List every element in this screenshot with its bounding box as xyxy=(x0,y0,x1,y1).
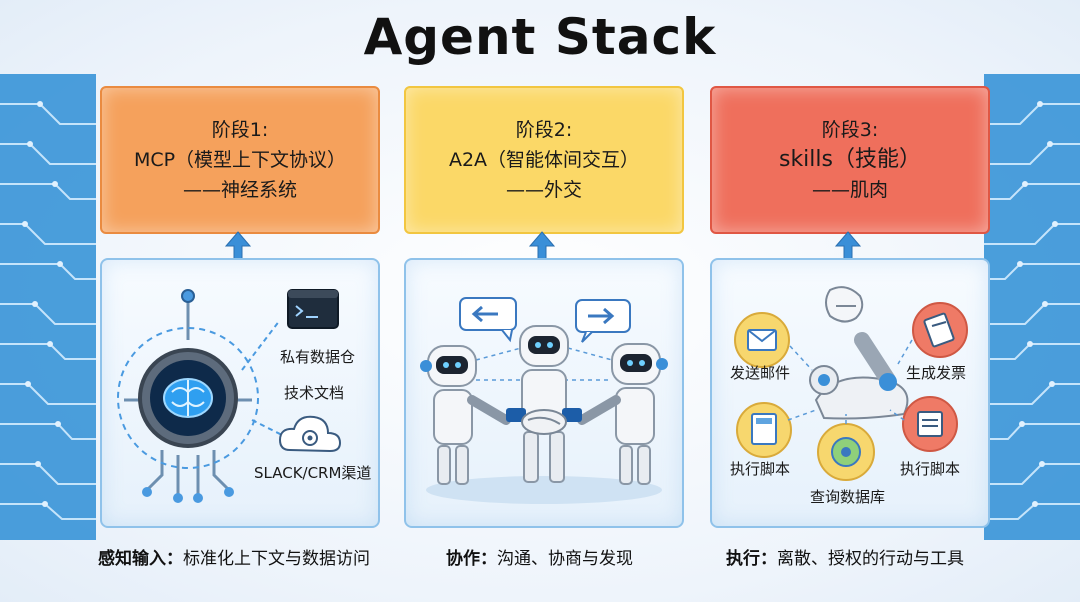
mcp-panel: 私有数据仓 技术文档 SLACK/CRM渠道 xyxy=(100,258,380,528)
circuit-icon xyxy=(0,101,96,520)
skills-illustration xyxy=(734,286,968,481)
caption-execution-bold: 执行： xyxy=(726,549,777,569)
robot-icon xyxy=(519,325,569,483)
cloud-gear-icon xyxy=(278,415,342,453)
invoice-icon xyxy=(912,302,968,358)
stage-1-box: 阶段1: MCP（模型上下文协议） ——神经系统 xyxy=(100,86,380,234)
terminal-icon xyxy=(287,289,339,329)
caption-perception-bold: 感知输入： xyxy=(98,549,183,569)
label-private-data: 私有数据仓 xyxy=(280,348,356,366)
robot-arm-icon xyxy=(809,286,909,420)
label-slack-crm: SLACK/CRM渠道 xyxy=(254,464,372,482)
stage-2-metaphor: ——外交 xyxy=(505,179,582,201)
circuit-icon xyxy=(984,101,1080,520)
mail-icon xyxy=(734,312,790,368)
caption-perception: 感知输入：标准化上下文与数据访问 xyxy=(98,544,370,569)
stage-3-name: skills（技能） xyxy=(778,147,921,172)
label-execute-script-left: 执行脚本 xyxy=(730,460,791,478)
caption-perception-text: 标准化上下文与数据访问 xyxy=(183,549,370,569)
mcp-illustration xyxy=(117,289,342,503)
caption-execution-text: 离散、授权的行动与工具 xyxy=(777,549,964,569)
skills-panel: 发送邮件 生成发票 执行脚本 查询数据库 执行脚本 xyxy=(710,258,990,528)
page-title: Agent Stack xyxy=(363,8,717,66)
circuit-panel-left xyxy=(0,74,96,540)
handshake-icon xyxy=(506,408,582,435)
stage-3-box: 阶段3: skills（技能） ——肌肉 xyxy=(710,86,990,234)
stage-2-number: 阶段2: xyxy=(515,119,573,141)
stage-3-metaphor: ——肌肉 xyxy=(811,179,888,201)
brain-icon xyxy=(163,378,213,418)
label-generate-invoice: 生成发票 xyxy=(906,364,967,382)
robot-icon xyxy=(577,343,668,485)
arrow-right-bubble-icon xyxy=(575,299,631,343)
label-send-email: 发送邮件 xyxy=(730,364,791,382)
label-execute-script-right: 执行脚本 xyxy=(900,460,961,478)
robot-icon xyxy=(420,345,511,485)
stage-2-name: A2A（智能体间交互） xyxy=(448,149,640,171)
label-tech-docs: 技术文档 xyxy=(284,384,345,402)
caption-execution: 执行：离散、授权的行动与工具 xyxy=(726,544,964,569)
label-query-database: 查询数据库 xyxy=(810,488,886,506)
stage-3-number: 阶段3: xyxy=(821,119,879,141)
caption-collaboration: 协作：沟通、协商与发现 xyxy=(446,544,633,569)
database-icon xyxy=(817,423,875,481)
stage-1-name: MCP（模型上下文协议） xyxy=(133,149,347,171)
caption-collaboration-text: 沟通、协商与发现 xyxy=(497,549,633,569)
circuit-panel-right xyxy=(984,74,1080,540)
script-icon xyxy=(736,402,792,458)
stage-2-box: 阶段2: A2A（智能体间交互） ——外交 xyxy=(404,86,684,234)
arrow-left-bubble-icon xyxy=(459,297,517,343)
a2a-illustration xyxy=(420,297,668,504)
stage-1-number: 阶段1: xyxy=(211,119,269,141)
caption-collaboration-bold: 协作： xyxy=(446,549,497,569)
a2a-panel xyxy=(404,258,684,528)
document-icon xyxy=(902,396,958,452)
stage-1-metaphor: ——神经系统 xyxy=(182,179,297,201)
